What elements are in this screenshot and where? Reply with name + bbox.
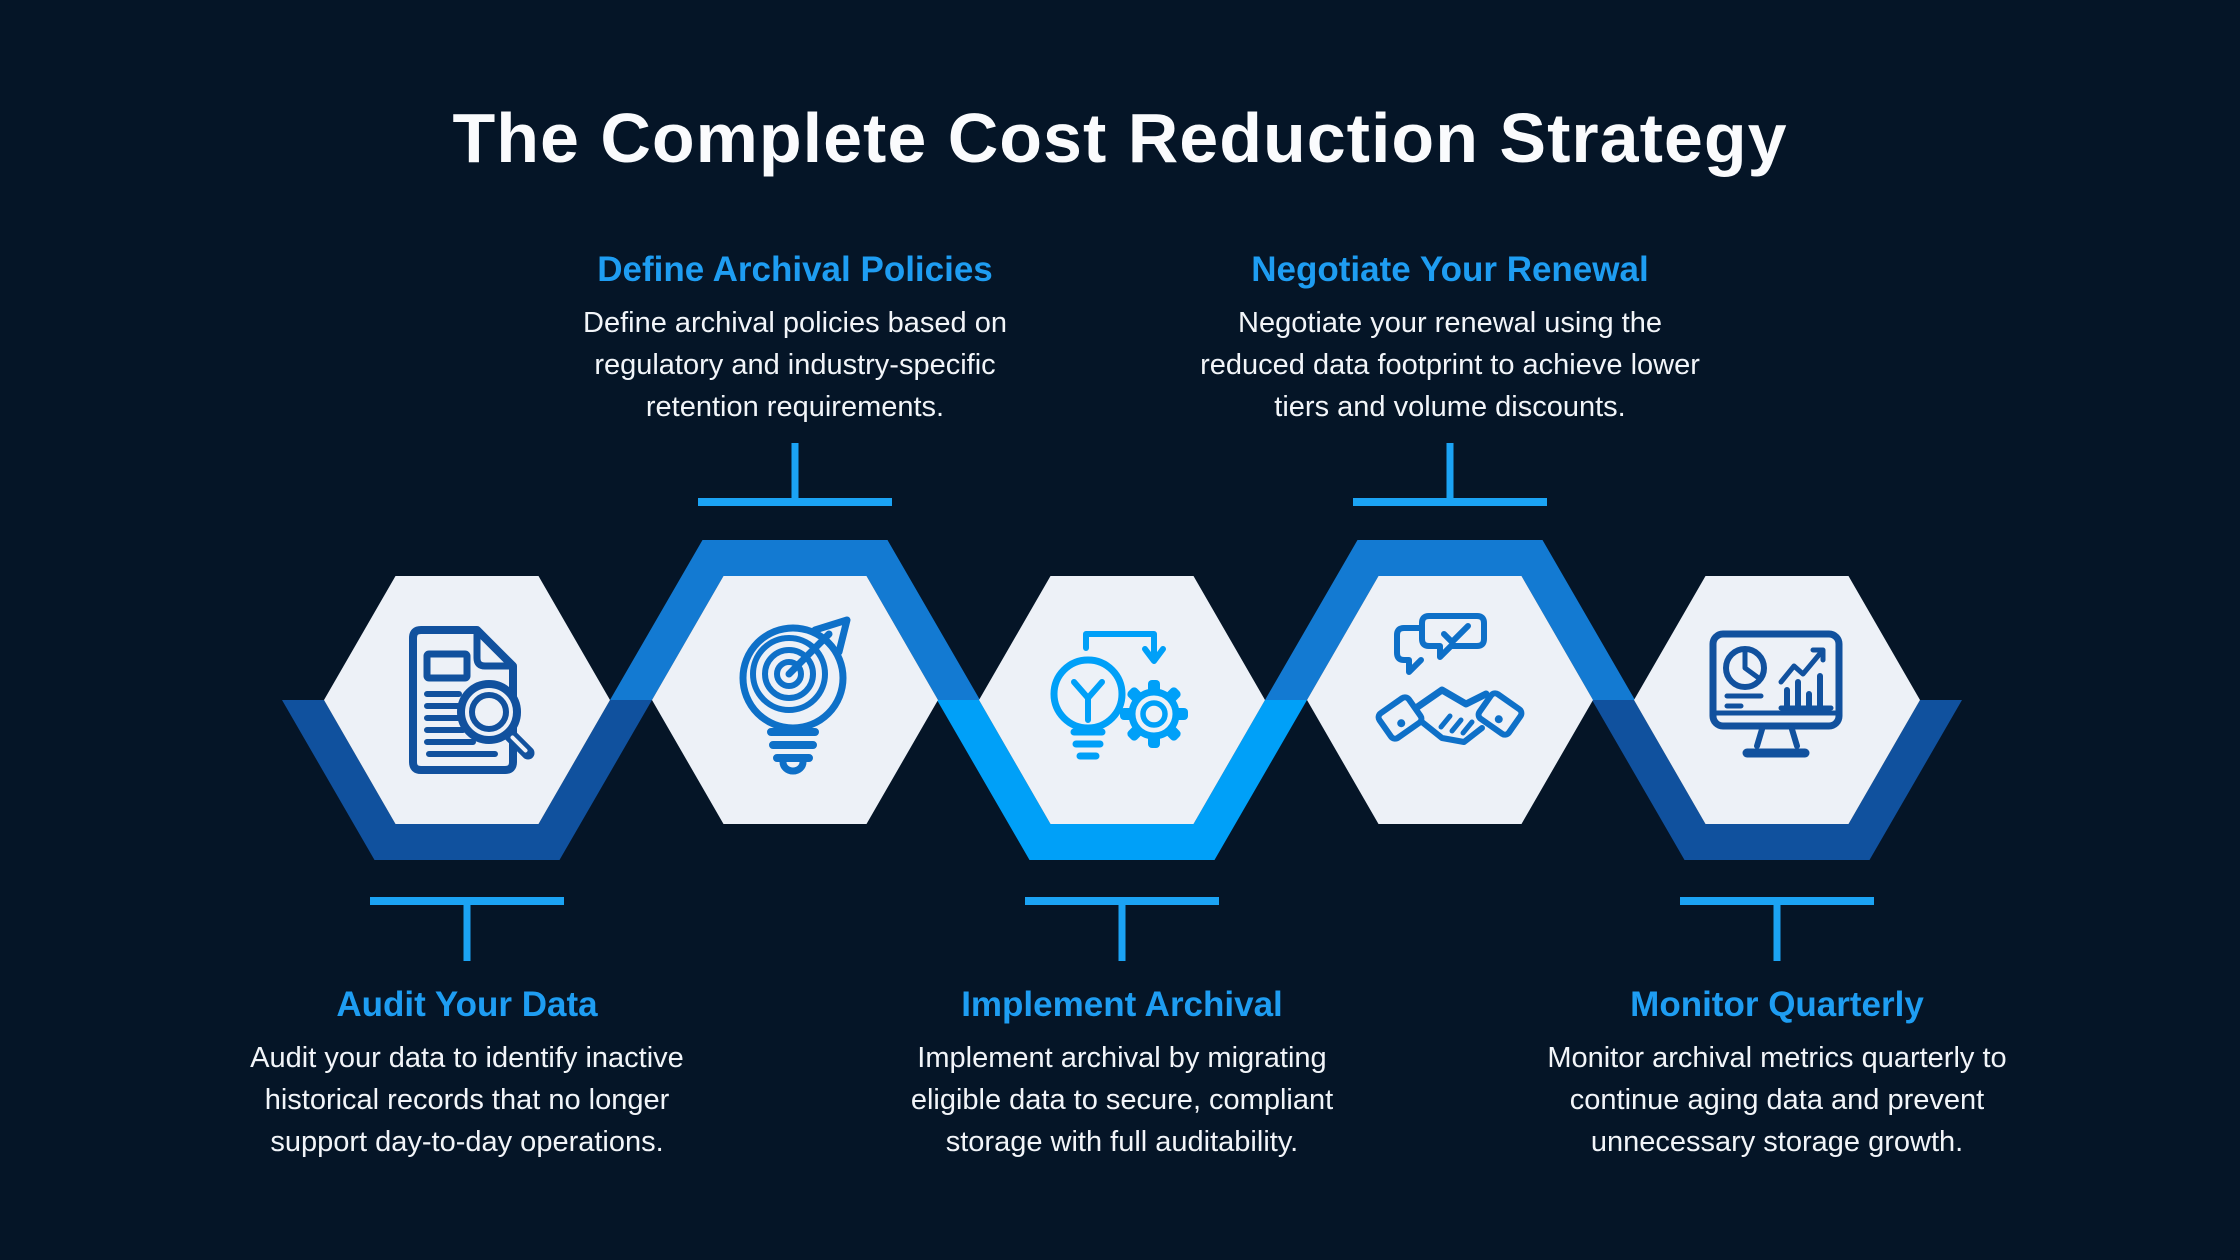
handshake-check-icon <box>1375 613 1525 745</box>
ring-step-4 <box>1265 540 1635 700</box>
step-4-description: Negotiate your renewal using the reduced… <box>1200 307 1700 424</box>
step-5-description: Monitor archival metrics quarterly to co… <box>1547 1042 2007 1159</box>
step-2-heading: Define Archival Policies <box>597 250 993 289</box>
target-dart-bulb-icon <box>739 616 851 775</box>
ring-step-3 <box>937 700 1307 860</box>
step-3-description: Implement archival by migrating eligible… <box>910 1042 1334 1159</box>
ring-step-2 <box>610 540 980 700</box>
document-search-icon <box>409 626 535 774</box>
step-4-heading: Negotiate Your Renewal <box>1251 250 1649 289</box>
bulb-gear-icon <box>1050 631 1188 760</box>
ring-step-1 <box>282 700 652 860</box>
step-5-heading: Monitor Quarterly <box>1630 985 1924 1024</box>
step-2-connector <box>698 443 892 506</box>
step-1-description: Audit your data to identify inactive his… <box>250 1042 684 1159</box>
step-4-connector <box>1353 443 1547 506</box>
page-title: The Complete Cost Reduction Strategy <box>452 99 1788 177</box>
step-3-label-group: Implement Archival Implement archival by… <box>882 985 1362 1163</box>
step-5-connector <box>1680 897 1874 961</box>
hexagon-step-4 <box>1307 576 1593 824</box>
step-1-connector <box>370 897 564 961</box>
analytics-monitor-icon <box>1709 630 1843 758</box>
step-2-description: Define archival policies based on regula… <box>583 307 1007 424</box>
step-1-label-group: Audit Your Data Audit your data to ident… <box>232 985 702 1163</box>
step-3-connector <box>1025 897 1219 961</box>
ring-step-5 <box>1592 700 1962 860</box>
hexagon-step-5 <box>1634 576 1920 824</box>
step-4-label-group: Negotiate Your Renewal Negotiate your re… <box>1200 250 1700 428</box>
step-2-label-group: Define Archival Policies Define archival… <box>555 250 1035 428</box>
step-3-heading: Implement Archival <box>961 985 1283 1024</box>
step-5-label-group: Monitor Quarterly Monitor archival metri… <box>1532 985 2022 1163</box>
step-1-heading: Audit Your Data <box>336 985 598 1024</box>
